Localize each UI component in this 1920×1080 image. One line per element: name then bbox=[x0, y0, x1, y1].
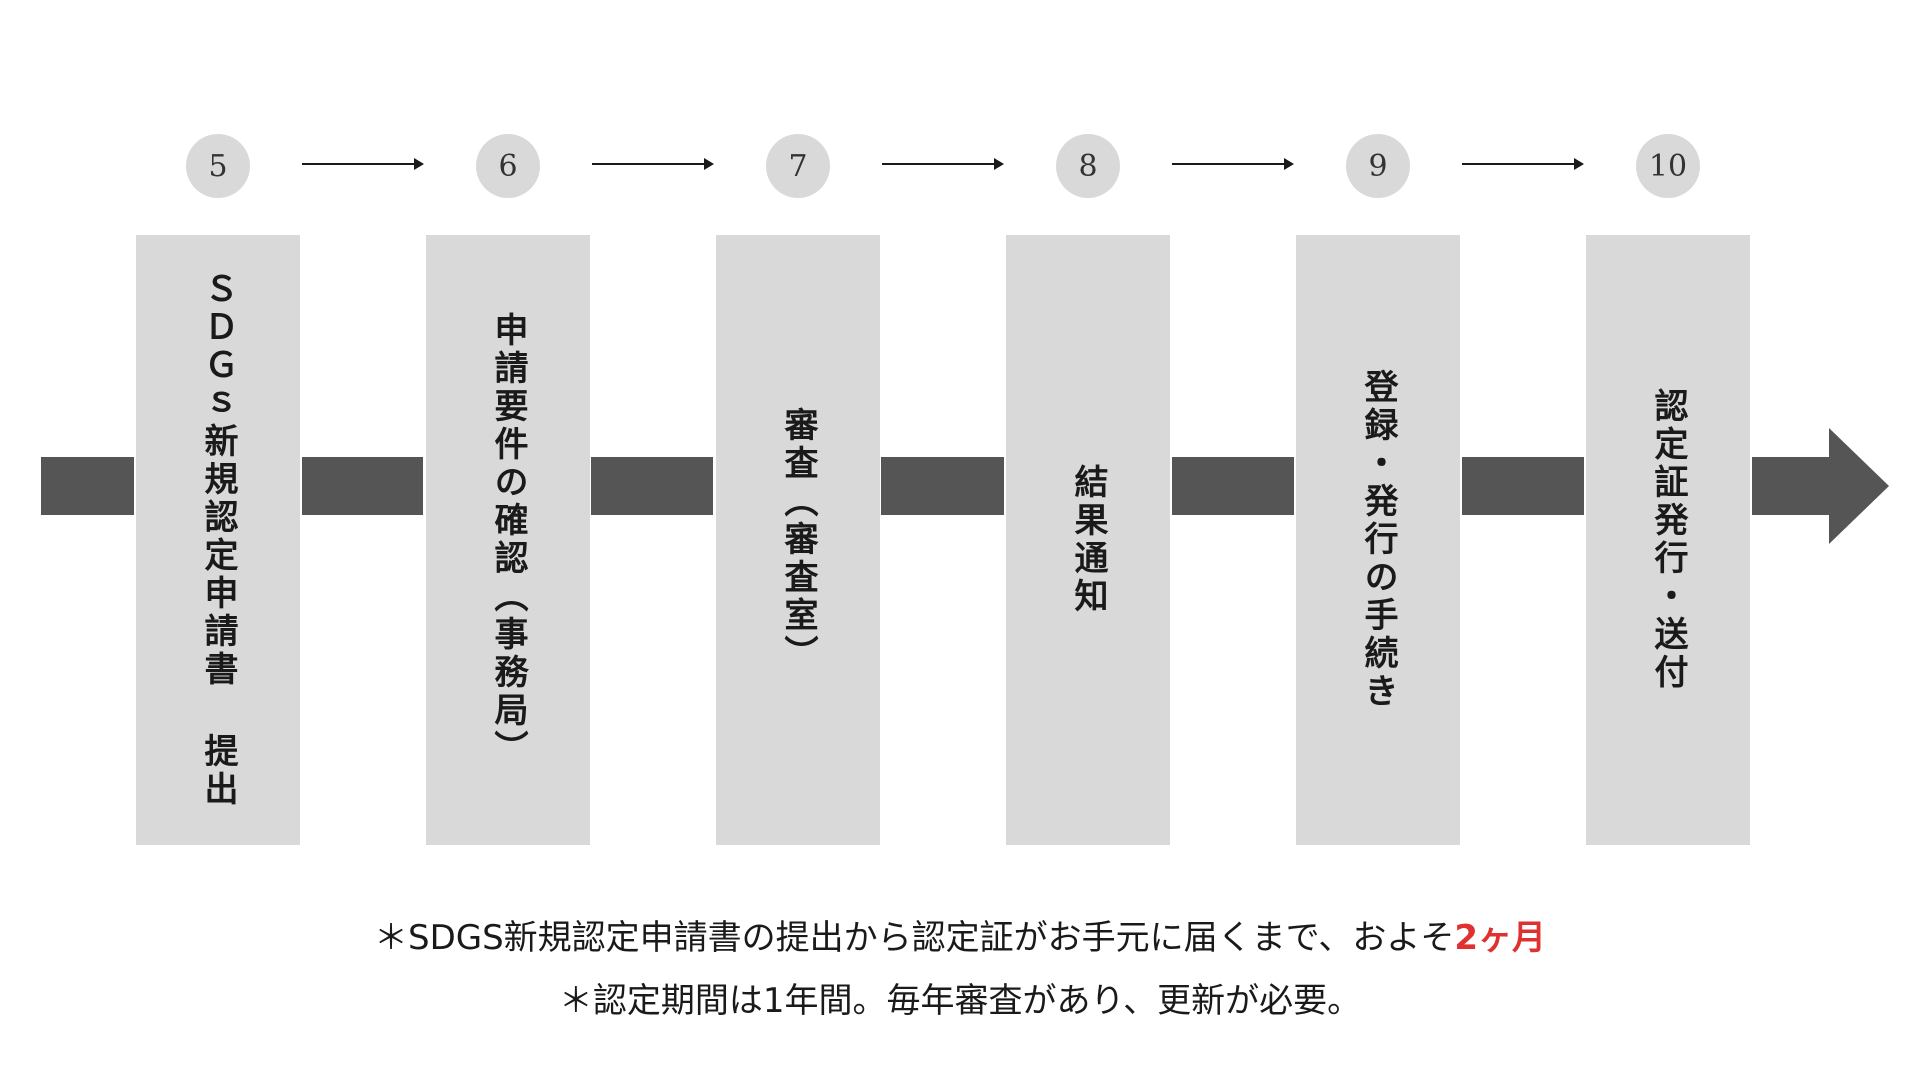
flow-band-segment bbox=[41, 457, 134, 515]
step-card-10: 認定証発行・送付 bbox=[1586, 235, 1750, 845]
note-duration-text: ＊SDGS新規認定申請書の提出から認定証がお手元に届くまで、およそ bbox=[373, 918, 1455, 958]
step-card-7: 審査（審査室） bbox=[716, 235, 880, 845]
step-number-10: 10 bbox=[1636, 134, 1700, 198]
step-card-9: 登録・発行の手続き bbox=[1296, 235, 1460, 845]
step-card-5: ＳＤＧｓ新規認定申請書 提出 bbox=[136, 235, 300, 845]
step-label-9: 登録・発行の手続き bbox=[1358, 369, 1398, 711]
flow-band-segment bbox=[1752, 457, 1830, 515]
step-label-5: ＳＤＧｓ新規認定申請書 提出 bbox=[198, 271, 238, 809]
note-duration-highlight: 2ヶ月 bbox=[1454, 918, 1546, 958]
arrow-connector bbox=[592, 158, 714, 170]
note-duration: ＊SDGS新規認定申請書の提出から認定証がお手元に届くまで、およそ2ヶ月 bbox=[0, 910, 1920, 959]
step-number-7: 7 bbox=[766, 134, 830, 198]
arrow-connector bbox=[1172, 158, 1294, 170]
step-number-5: 5 bbox=[186, 134, 250, 198]
step-label-7: 審査（審査室） bbox=[778, 407, 818, 673]
arrow-connector bbox=[882, 158, 1004, 170]
step-label-10: 認定証発行・送付 bbox=[1648, 388, 1688, 692]
arrow-connector bbox=[302, 158, 424, 170]
note-validity-text: ＊認定期間は1年間。毎年審査があり、更新が必要。 bbox=[558, 981, 1362, 1021]
flow-band-segment bbox=[1172, 457, 1294, 515]
step-card-6: 申請要件の確認（事務局） bbox=[426, 235, 590, 845]
flow-band-segment bbox=[591, 457, 713, 515]
flow-band-segment bbox=[881, 457, 1004, 515]
step-label-8: 結果通知 bbox=[1068, 464, 1108, 616]
arrow-connector bbox=[1462, 158, 1584, 170]
step-number-6: 6 bbox=[476, 134, 540, 198]
step-label-6: 申請要件の確認（事務局） bbox=[488, 312, 528, 768]
note-validity: ＊認定期間は1年間。毎年審査があり、更新が必要。 bbox=[0, 973, 1920, 1022]
step-card-8: 結果通知 bbox=[1006, 235, 1170, 845]
step-number-8: 8 bbox=[1056, 134, 1120, 198]
flow-arrowhead bbox=[1829, 428, 1889, 544]
flow-band-segment bbox=[1462, 457, 1584, 515]
step-number-9: 9 bbox=[1346, 134, 1410, 198]
flow-band-segment bbox=[302, 457, 423, 515]
